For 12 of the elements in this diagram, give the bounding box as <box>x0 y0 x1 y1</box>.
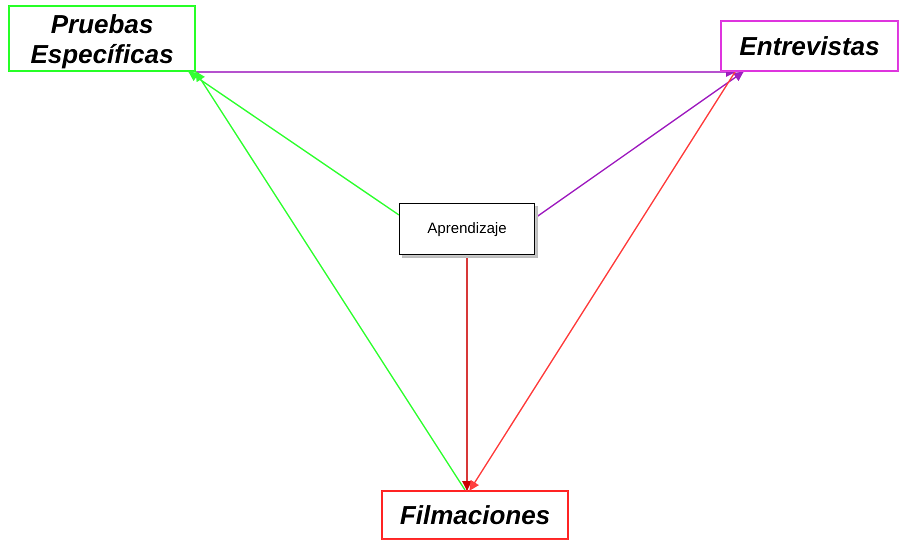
arrow <box>195 71 466 490</box>
text-box <box>8 5 196 72</box>
arrow <box>188 71 400 216</box>
node-label: Aprendizaje <box>427 218 507 239</box>
node-label: Entrevistas <box>739 30 880 62</box>
arrow <box>469 72 736 491</box>
arrow <box>462 255 472 491</box>
text-box <box>399 203 535 255</box>
text-box <box>720 20 899 72</box>
text-box <box>381 490 569 540</box>
node-label: Pruebas Específicas <box>29 8 175 68</box>
node-label: Filmaciones <box>400 498 550 532</box>
